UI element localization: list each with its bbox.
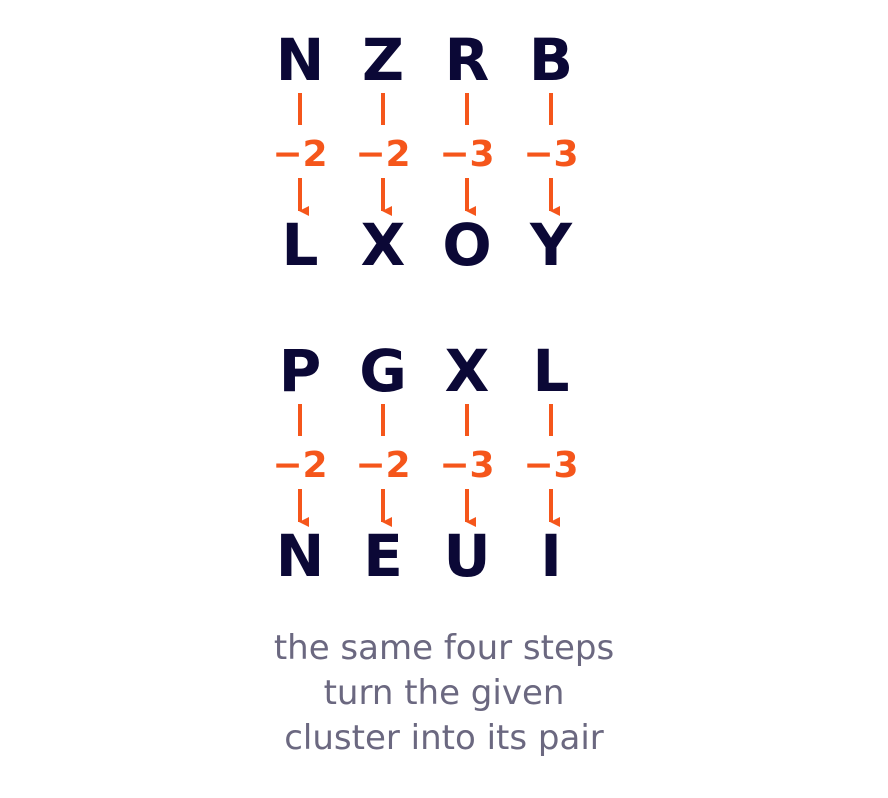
shift-label: −2 xyxy=(272,445,327,486)
caption: the same four steps turn the given cluster… xyxy=(274,628,614,758)
top-letter: Z xyxy=(362,26,404,94)
bottom-letter: Y xyxy=(529,211,573,279)
bottom-letter: U xyxy=(443,522,490,590)
top-letter: R xyxy=(445,26,490,94)
bottom-letter: O xyxy=(442,211,491,279)
caption-line: cluster into its pair xyxy=(284,718,604,758)
shift-label: −3 xyxy=(523,445,578,486)
top-letter: X xyxy=(445,337,490,405)
top-letter: B xyxy=(529,26,573,94)
bottom-letter: I xyxy=(540,522,562,590)
top-letter: L xyxy=(533,337,570,405)
bottom-letter: L xyxy=(282,211,319,279)
groups-layer: N−2LZ−2XR−3OB−3YP−2NG−2EX−3UL−3I xyxy=(272,26,578,590)
cluster-group-2: P −2N G −2E X −3U L −3I xyxy=(272,337,578,590)
cluster-group-1: N −2L Z −2X R −3O B −3Y xyxy=(272,26,578,279)
shift-label: −2 xyxy=(355,134,410,175)
bottom-letter: E xyxy=(363,522,403,590)
top-letter: N xyxy=(276,26,325,94)
shift-label: −2 xyxy=(355,445,410,486)
shift-label: −3 xyxy=(523,134,578,175)
shift-label: −2 xyxy=(272,134,327,175)
bottom-letter: N xyxy=(276,522,325,590)
caption-line: turn the given xyxy=(324,673,565,713)
top-letter: G xyxy=(359,337,407,405)
shift-label: −3 xyxy=(439,445,494,486)
caption-line: the same four steps xyxy=(274,628,614,668)
bottom-letter: X xyxy=(361,211,406,279)
shift-label: −3 xyxy=(439,134,494,175)
top-letter: P xyxy=(279,337,322,405)
